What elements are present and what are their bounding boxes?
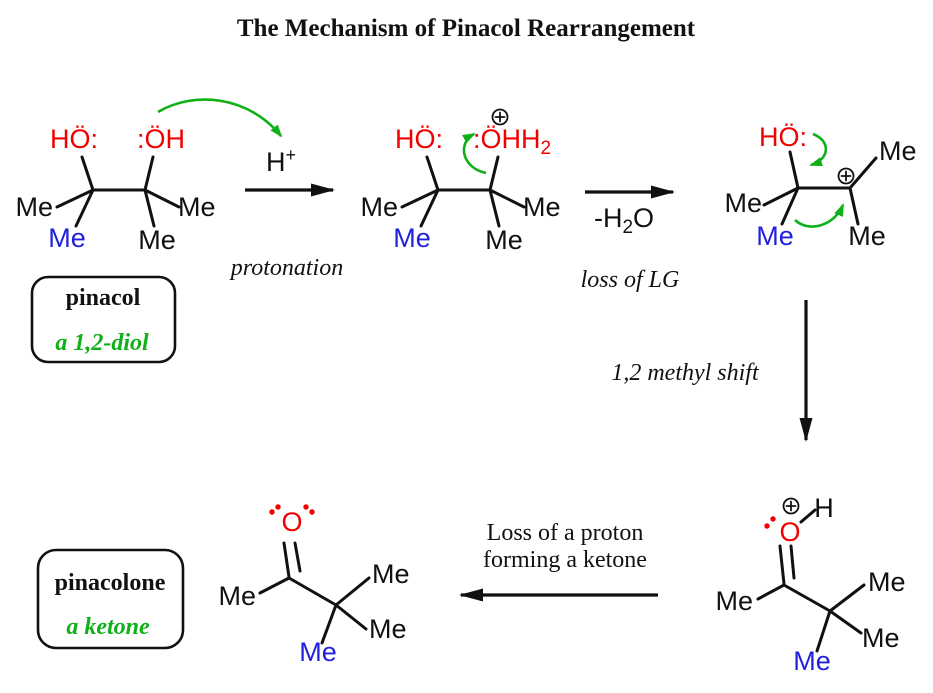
pinacolone-name: pinacolone xyxy=(55,570,166,596)
methyl-label: Me xyxy=(848,221,886,251)
curved-arrow-protonation xyxy=(157,98,283,138)
oxygen-label: O xyxy=(281,507,302,537)
step2-arrow-group: -H2O loss of LG xyxy=(581,185,680,293)
oxocarbenium-oh2-label: :ÖHH2 xyxy=(473,124,551,159)
plus-charge-icon xyxy=(491,108,509,126)
methyl-label: Me xyxy=(868,567,906,597)
step1-arrow-group: H+ protonation xyxy=(229,145,343,281)
methyl-label: Me xyxy=(218,581,256,611)
curved-arrow-lone-pair xyxy=(809,132,828,167)
step4-label-line2: forming a ketone xyxy=(483,547,647,573)
methyl-label: Me xyxy=(15,192,53,222)
molecule-protonated-pinacol: HÖ: :ÖHH2 Me Me Me Me xyxy=(360,108,561,255)
methyl-label-blue: Me xyxy=(756,221,794,251)
rounded-box xyxy=(30,275,177,364)
step3-label: 1,2 methyl shift xyxy=(611,360,760,386)
step4-label-line1: Loss of a proton xyxy=(487,520,644,546)
oh-proton-label: H xyxy=(814,493,834,523)
molecule-pinacolone: O Me Me Me Me xyxy=(218,504,410,667)
carbocation-bonds xyxy=(762,150,878,226)
methyl-label: Me xyxy=(369,614,407,644)
molecule-carbocation: HÖ: Me Me Me Me xyxy=(724,122,916,251)
pinacolone-bonds xyxy=(258,541,371,645)
protonated-pinacolone-bonds xyxy=(756,508,866,653)
step3-arrow-group: 1,2 methyl shift xyxy=(611,300,813,442)
lone-pair-dot xyxy=(303,504,309,510)
diagram-title: The Mechanism of Pinacol Rearrangement xyxy=(237,15,696,42)
methyl-label: Me xyxy=(862,623,900,653)
protonated-pinacol-bonds xyxy=(400,155,526,228)
plus-charge-icon xyxy=(782,497,800,515)
step1-label: protonation xyxy=(229,255,343,281)
step2-label: loss of LG xyxy=(581,267,680,293)
methyl-label: Me xyxy=(178,192,216,222)
curved-arrow-methyl-shift xyxy=(794,203,845,228)
lone-pair-dot xyxy=(269,509,275,515)
lone-pair-dot xyxy=(309,509,315,515)
methyl-label-blue: Me xyxy=(393,223,431,253)
methyl-label: Me xyxy=(724,188,762,218)
pinacol-bonds xyxy=(55,155,181,228)
step4-arrow-group: Loss of a proton forming a ketone xyxy=(459,520,658,602)
molecule-pinacol: HÖ: :ÖH Me Me Me Me xyxy=(15,124,215,255)
hydroxyl-right-label: :ÖH xyxy=(137,124,185,154)
curved-arrow-water-leaves xyxy=(462,132,487,175)
pinacolone-description: a ketone xyxy=(66,614,150,640)
minus-water-reagent: -H2O xyxy=(594,203,654,238)
methyl-label-blue: Me xyxy=(793,646,831,676)
molecule-protonated-pinacolone: H O Me Me Me Me xyxy=(715,493,905,676)
lone-pair-dot xyxy=(764,523,770,529)
h-plus-reagent: H+ xyxy=(266,145,296,177)
hydroxyl-left-label: HÖ: xyxy=(50,124,98,154)
oxygen-label: O xyxy=(779,517,800,547)
pinacolone-label-box: pinacolone a ketone xyxy=(36,548,185,650)
pinacol-description: a 1,2-diol xyxy=(55,330,149,356)
lone-pair-dot xyxy=(275,504,281,510)
plus-charge-icon xyxy=(837,167,855,185)
methyl-label: Me xyxy=(372,559,410,589)
rounded-box xyxy=(36,548,185,650)
methyl-label: Me xyxy=(879,136,917,166)
pinacol-name: pinacol xyxy=(66,285,141,311)
methyl-label-blue: Me xyxy=(299,637,337,667)
hydroxyl-label: HÖ: xyxy=(759,122,807,152)
methyl-label: Me xyxy=(715,586,753,616)
methyl-label: Me xyxy=(360,192,398,222)
lone-pair-dot xyxy=(770,516,776,522)
hydroxyl-left-label: HÖ: xyxy=(395,124,443,154)
methyl-label: Me xyxy=(485,225,523,255)
methyl-label-blue: Me xyxy=(48,223,86,253)
pinacol-label-box: pinacol a 1,2-diol xyxy=(30,275,177,364)
methyl-label: Me xyxy=(138,225,176,255)
methyl-label: Me xyxy=(523,192,561,222)
